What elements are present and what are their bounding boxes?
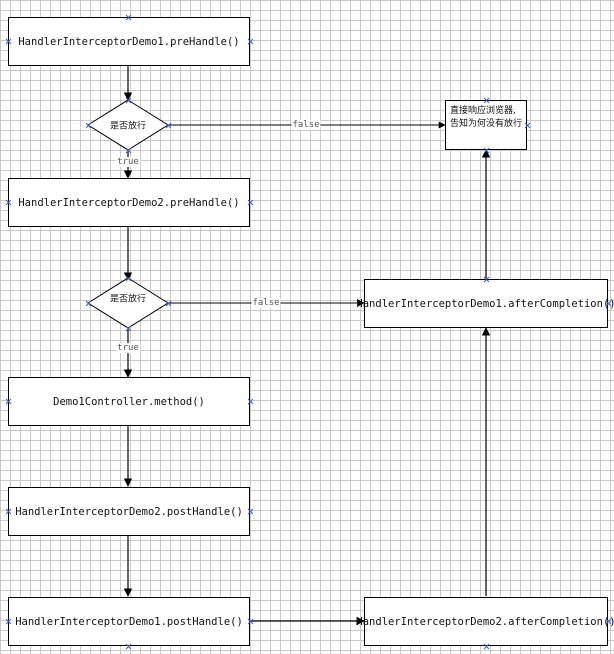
response-line-2: 告知为何没有放行	[450, 119, 523, 129]
node-method[interactable]: Demo1Controller.method()	[8, 377, 250, 426]
handle[interactable]	[5, 618, 11, 624]
response-line-1: 直接响应浏览器,	[450, 106, 516, 116]
node-post2[interactable]: HandlerInterceptorDemo2.postHandle()	[8, 487, 250, 536]
handle[interactable]	[125, 275, 131, 281]
handle[interactable]	[247, 199, 253, 205]
handle[interactable]	[247, 618, 253, 624]
handle[interactable]	[247, 38, 253, 44]
node-after1[interactable]: HandlerInterceptorDemo1.afterCompletion(…	[356, 279, 614, 328]
handle[interactable]	[247, 398, 253, 404]
handle[interactable]	[125, 147, 131, 153]
node-post1-label: HandlerInterceptorDemo1.postHandle()	[15, 615, 243, 628]
check1-label: 是否放行	[109, 121, 147, 132]
handle[interactable]	[605, 618, 611, 624]
edge-label-false-2: false	[251, 298, 281, 308]
handle[interactable]	[125, 643, 131, 649]
handle[interactable]	[5, 199, 11, 205]
edge-label-true-2: true	[116, 343, 140, 353]
edge-label-false-1: false	[291, 120, 321, 130]
node-response[interactable]: 直接响应浏览器, 告知为何没有放行	[445, 100, 527, 150]
node-method-label: Demo1Controller.method()	[53, 395, 205, 408]
handle[interactable]	[165, 300, 171, 306]
handle[interactable]	[483, 643, 489, 649]
node-pre2[interactable]: HandlerInterceptorDemo2.preHandle()	[8, 178, 250, 227]
handle[interactable]	[483, 97, 489, 103]
handle[interactable]	[247, 508, 253, 514]
handle[interactable]	[125, 97, 131, 103]
handle[interactable]	[524, 122, 530, 128]
handle[interactable]	[5, 508, 11, 514]
handle[interactable]	[5, 38, 11, 44]
node-after1-label: HandlerInterceptorDemo1.afterCompletion(…	[356, 297, 614, 310]
edge-label-true-1: true	[116, 157, 140, 167]
node-pre1[interactable]: HandlerInterceptorDemo1.preHandle()	[8, 17, 250, 66]
handle[interactable]	[605, 300, 611, 306]
handle[interactable]	[125, 325, 131, 331]
handle[interactable]	[85, 300, 91, 306]
handle[interactable]	[5, 398, 11, 404]
node-post1[interactable]: HandlerInterceptorDemo1.postHandle()	[8, 597, 250, 646]
node-after2[interactable]: HandlerInterceptorDemo2.afterCompletion(…	[356, 597, 614, 646]
handle[interactable]	[483, 147, 489, 153]
handle[interactable]	[165, 122, 171, 128]
check2-label: 是否放行	[109, 294, 147, 305]
handle[interactable]	[85, 122, 91, 128]
node-pre1-label: HandlerInterceptorDemo1.preHandle()	[18, 35, 240, 48]
handle[interactable]	[483, 276, 489, 282]
node-after2-label: HandlerInterceptorDemo2.afterCompletion(…	[356, 615, 614, 628]
handle[interactable]	[125, 14, 131, 20]
node-pre2-label: HandlerInterceptorDemo2.preHandle()	[18, 196, 240, 209]
node-post2-label: HandlerInterceptorDemo2.postHandle()	[15, 505, 243, 518]
